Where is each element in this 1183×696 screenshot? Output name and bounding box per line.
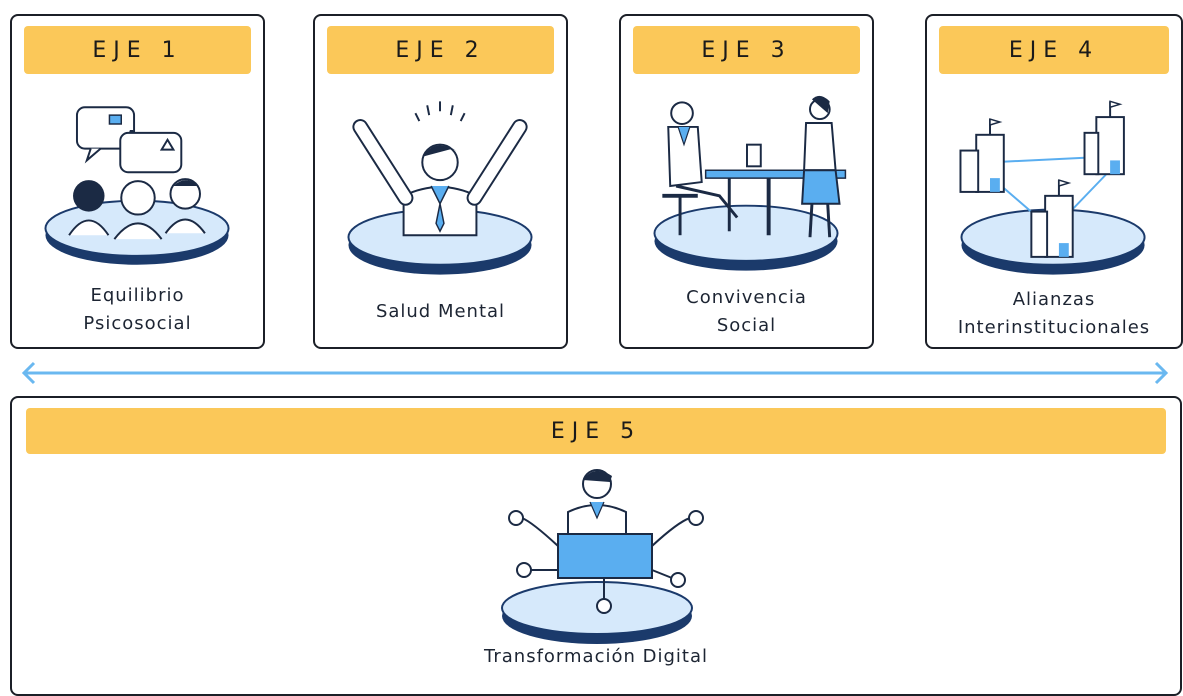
people-at-table-icon	[653, 95, 847, 271]
axis-tag-2: EJE 2	[327, 26, 554, 74]
people-discussion-icon: A	[44, 106, 230, 265]
connected-buildings-icon	[959, 100, 1146, 275]
axis-tag-1: EJE 1	[24, 26, 251, 74]
caption-line: Convivencia	[686, 287, 807, 308]
axis-caption-1: Equilibrio Psicosocial	[12, 282, 263, 338]
axis-card-3: EJE 3 Convivencia Social	[619, 14, 874, 349]
caption-line: Social	[716, 315, 777, 336]
axis-tag-3: EJE 3	[633, 26, 860, 74]
caption-line: Alianzas	[1012, 289, 1096, 310]
caption-line: Salud Mental	[375, 301, 506, 322]
caption-line: Equilibrio	[90, 285, 185, 306]
caption-line: Interinstitucionales	[957, 317, 1151, 338]
digital-network-person-icon	[501, 469, 704, 644]
axis-tag-4: EJE 4	[939, 26, 1169, 74]
axis-card-2: EJE 2 Salud Mental	[313, 14, 568, 349]
axis-card-1: EJE 1 A Equilibrio Psicosocial	[10, 14, 265, 349]
axis-tag-5: EJE 5	[26, 408, 1166, 454]
caption-line: Psicosocial	[83, 313, 192, 334]
axis-caption-5: Transformación Digital	[484, 646, 708, 667]
axis-caption-4: Alianzas Interinstitucionales	[927, 286, 1181, 342]
double-arrow-icon	[21, 361, 1169, 385]
celebrating-person-icon	[347, 101, 533, 275]
axis-card-5: EJE 5 Transformación Digital	[10, 396, 1182, 696]
axis-caption-2: Salud Mental	[315, 298, 566, 326]
axis-caption-3: Convivencia Social	[621, 284, 872, 340]
axis-card-4: EJE 4 Alianzas Interinstitucionales	[925, 14, 1183, 349]
